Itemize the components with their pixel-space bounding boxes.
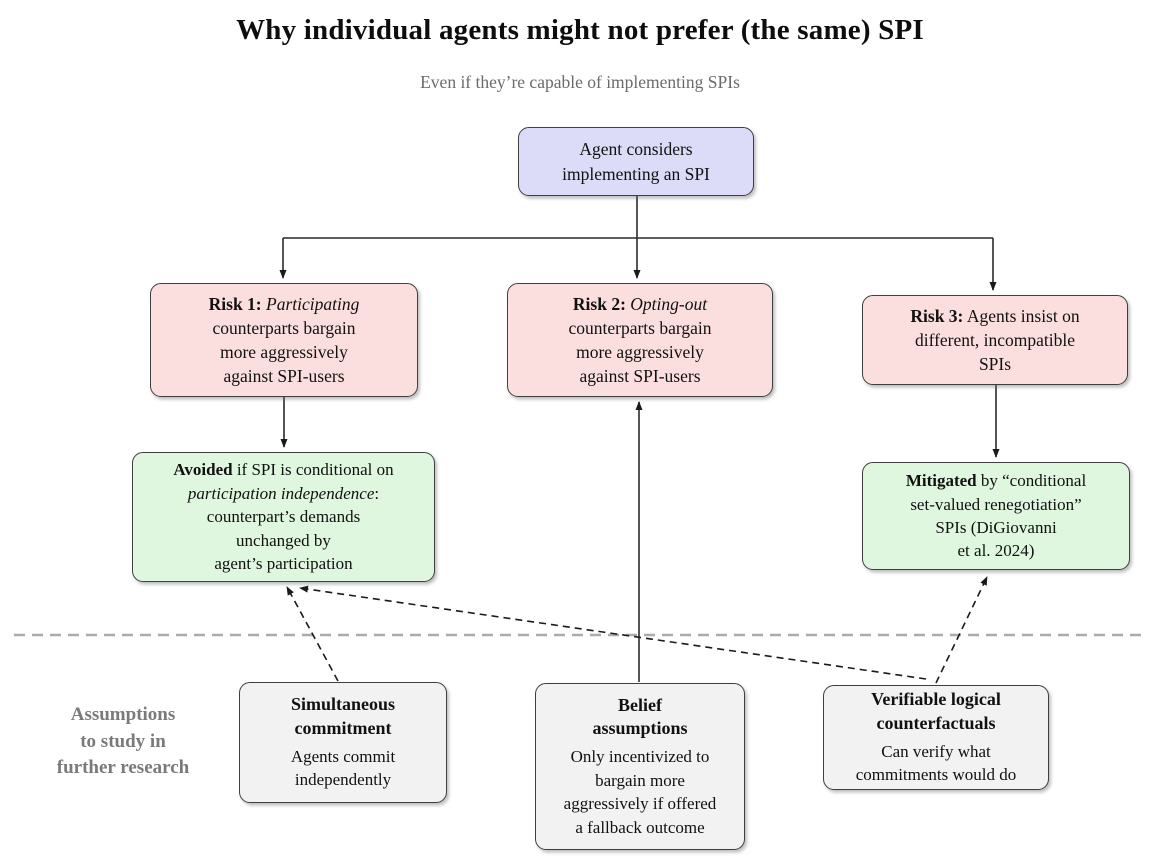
risk1-label: Risk 1: [208,293,262,314]
assumptions-label-line3: further research [56,757,190,779]
mitigated-line3: SPIs (DiGiovanni [935,518,1057,537]
risk3-line2: different, incompatible [914,329,1076,350]
verifiable-counterfactuals-box: Verifiable logical counterfactuals Can v… [823,685,1049,790]
risk1-emphasis: Participating [266,293,360,314]
avoided-line3: counterpart’s demands [206,507,361,527]
risk2-line1: Risk 2: Opting-out [573,292,707,316]
avoided-colon: : [374,483,380,503]
belief-body-line2: bargain more [595,770,685,790]
belief-body-line4: a fallback outcome [575,817,705,837]
verifiable-title: Verifiable logical counterfactuals [871,688,1001,735]
verifiable-title-line2: counterfactuals [876,712,996,733]
simultaneous-body-line1: Agents commit [290,746,396,766]
assumptions-label-line1: Assumptions [70,704,176,725]
risk3-line1-rest: Agents insist on [966,305,1080,326]
avoided-line1: Avoided if SPI is conditional on [173,458,393,481]
risk1-line4: against SPI-users [223,366,345,387]
arrow-verifiable-to-mitigated [935,576,988,684]
arrow-simultaneous-to-avoided [286,586,339,682]
belief-title: Belief assumptions [592,694,687,741]
mitigated-label: Mitigated [905,471,977,491]
risk3-label: Risk 3: [910,305,964,326]
simultaneous-body-line2: independently [294,770,392,790]
arrow-verifiable-to-avoided [299,585,927,680]
risk1-line2: counterparts bargain [212,317,356,338]
avoided-line4: unchanged by [236,530,331,550]
belief-assumptions-box: Belief assumptions Only incentivized to … [535,683,745,850]
avoided-line5: agent’s participation [214,554,353,574]
belief-title-line2: assumptions [592,718,688,739]
verifiable-body-line1: Can verify what [881,741,991,761]
risk2-line4: against SPI-users [579,366,701,387]
assumptions-label-line2: to study in [80,730,166,752]
assumptions-side-label: Assumptions to study in further research [12,702,234,782]
simultaneous-title: Simultaneous commitment [291,693,395,740]
risk1-box: Risk 1: Participating counterparts barga… [150,283,418,397]
verifiable-body-line2: commitments would do [855,765,1017,785]
risk3-line3: SPIs [978,354,1012,375]
mitigated-line4: et al. 2024) [957,541,1035,561]
risk3-line1: Risk 3: Agents insist on [910,304,1079,328]
avoided-emphasis: participation independence [187,483,375,503]
simultaneous-commitment-box: Simultaneous commitment Agents commit in… [239,682,447,803]
avoided-label: Avoided [173,460,233,480]
risk2-label: Risk 2: [572,293,626,314]
risk2-emphasis: Opting-out [630,293,708,314]
consider-line2: implementing an SPI [562,163,710,184]
belief-title-line1: Belief [618,694,662,715]
avoided-line1-rest: if SPI is conditional on [236,460,394,480]
verifiable-title-line1: Verifiable logical [871,689,1001,710]
risk1-line1: Risk 1: Participating [209,292,360,316]
risk2-box: Risk 2: Opting-out counterparts bargain … [507,283,773,397]
belief-body-line3: aggressively if offered [563,794,717,814]
mitigated-line1-rest: by “conditional [980,471,1087,491]
simultaneous-title-line2: commitment [294,717,392,738]
simultaneous-title-line1: Simultaneous [290,694,396,715]
consider-line1: Agent considers [579,139,693,160]
diagram-title: Why individual agents might not prefer (… [236,14,924,46]
belief-body-line1: Only incentivized to [570,747,710,767]
mitigated-line1: Mitigated by “conditional [906,469,1086,492]
avoided-line2: participation independence: [188,482,379,505]
risk2-line2: counterparts bargain [568,317,712,338]
diagram-subtitle: Even if they’re capable of implementing … [420,72,740,92]
avoided-box: Avoided if SPI is conditional on partici… [132,452,435,582]
mitigated-line2: set-valued renegotiation” [910,494,1082,514]
consider-spi-box: Agent considers implementing an SPI [518,127,754,196]
risk3-box: Risk 3: Agents insist on different, inco… [862,295,1128,385]
mitigated-box: Mitigated by “conditional set-valued ren… [862,462,1130,570]
risk2-line3: more aggressively [576,342,704,362]
risk1-line3: more aggressively [220,342,348,362]
